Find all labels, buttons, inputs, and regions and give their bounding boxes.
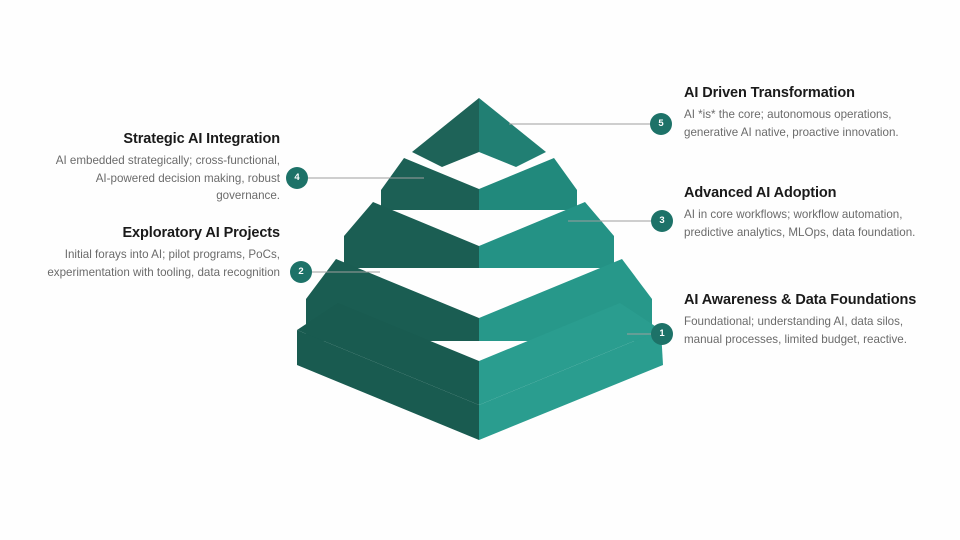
tier-5-title: AI Driven Transformation [684,85,855,101]
tier-5-right-face [479,98,546,167]
tier-label-5: AI Driven Transformation AI *is* the cor… [684,84,936,141]
tier-3-right-face [479,202,614,268]
tier-1-title: AI Awareness & Data Foundations [684,292,917,308]
tier-badge-4[interactable]: 4 [286,167,308,189]
tier-2-title: Exploratory AI Projects [122,225,280,241]
tier-1-left-face [297,330,479,440]
tier-1-description: Foundational; understanding AI, data sil… [684,315,907,346]
tier-1-right-face [479,330,663,440]
tier-badge-2[interactable]: 2 [290,261,312,283]
tier-2-description: Initial forays into AI; pilot programs, … [47,248,280,279]
tier-5-left-face [412,98,479,167]
tier-badge-1[interactable]: 1 [651,323,673,345]
tier-3-title: Advanced AI Adoption [684,185,837,201]
tier-4-description: AI embedded strategically; cross-functio… [55,154,280,203]
tier-5-description: AI *is* the core; autonomous operations,… [684,108,899,139]
pyramid-tier-1[interactable] [297,303,663,440]
tier-label-2: Exploratory AI Projects Initial forays i… [40,224,280,281]
tier-1-left-slope [297,303,479,405]
tier-label-3: Advanced AI Adoption AI in core workflow… [684,184,936,241]
tier-badge-5[interactable]: 5 [650,113,672,135]
tier-label-4: Strategic AI Integration AI embedded str… [40,130,280,205]
pyramid-tier-4[interactable] [381,158,577,210]
tier-4-left-face [381,158,479,210]
tier-1-right-slope [479,303,661,405]
tier-4-right-face [479,158,577,210]
tier-4-title: Strategic AI Integration [123,131,280,147]
pyramid-tier-3[interactable] [344,202,614,268]
tier-label-1: AI Awareness & Data Foundations Foundati… [684,291,936,348]
tier-3-description: AI in core workflows; workflow automatio… [684,208,916,239]
pyramid-tier-5[interactable] [412,98,546,167]
tier-3-left-face [344,202,479,268]
tier-badge-3[interactable]: 3 [651,210,673,232]
